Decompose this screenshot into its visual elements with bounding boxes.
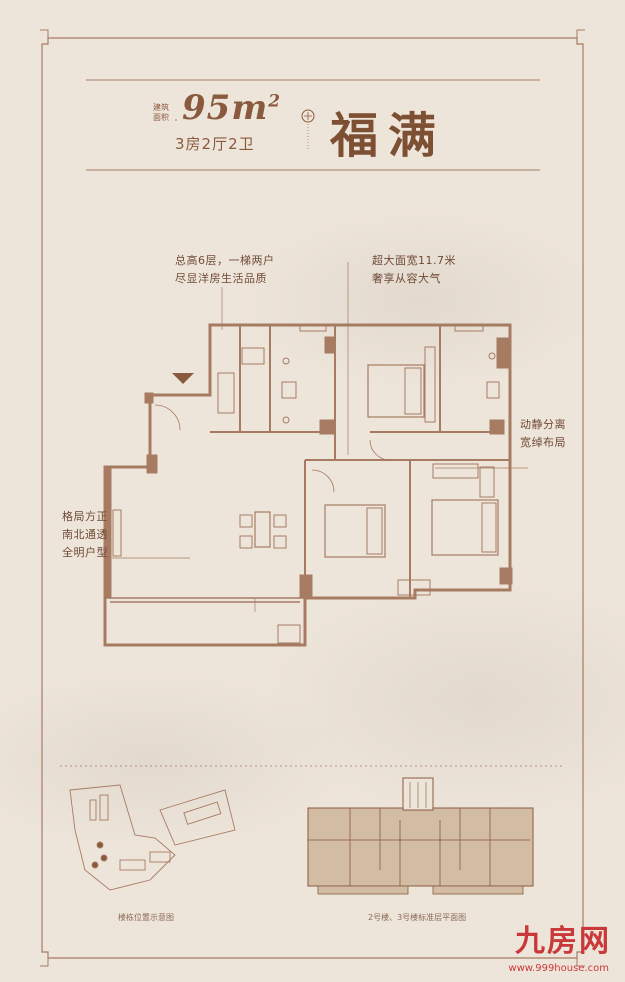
- note-width: 超大面宽11.7米 奢享从容大气: [372, 252, 456, 288]
- main-floor-plan: [103, 262, 528, 647]
- layout-type: 3房2厅2卫: [175, 135, 255, 153]
- emblem-icon: [301, 109, 315, 150]
- site-plan-thumbnail: [69, 784, 236, 891]
- site-plan-caption: 楼栋位置示意图: [118, 913, 174, 922]
- note-layout: 格局方正 南北通透 全明户型: [62, 508, 108, 562]
- area-superscript: 2: [268, 91, 282, 112]
- note-zoning: 动静分离 宽绰布局: [520, 416, 566, 452]
- note-floors-line-1: 总高6层，一梯两户: [175, 254, 275, 267]
- note-floors-line-2: 尽显洋房生活品质: [175, 272, 267, 285]
- note-layout-line-1: 格局方正: [62, 510, 108, 523]
- floor-plan-caption: 2号楼、3号楼标准层平面图: [368, 913, 467, 922]
- watermark-url: www.999house.com: [508, 963, 609, 974]
- note-floors: 总高6层，一梯两户 尽显洋房生活品质: [175, 252, 275, 288]
- note-width-line-1: 超大面宽11.7米: [372, 254, 456, 267]
- typical-floor-plan-thumbnail: [307, 777, 534, 895]
- note-zoning-line-1: 动静分离: [520, 418, 566, 431]
- note-zoning-line-2: 宽绰布局: [520, 436, 566, 449]
- area-tag: 建筑面积: [153, 103, 169, 122]
- unit-name: 福满: [330, 108, 447, 164]
- area-number: 95m: [182, 88, 269, 128]
- note-width-line-2: 奢享从容大气: [372, 272, 441, 285]
- area-value: 95m2: [182, 88, 281, 128]
- note-layout-line-2: 南北通透: [62, 528, 108, 541]
- watermark-logo: 九房网: [515, 924, 611, 959]
- note-layout-line-3: 全明户型: [62, 546, 108, 559]
